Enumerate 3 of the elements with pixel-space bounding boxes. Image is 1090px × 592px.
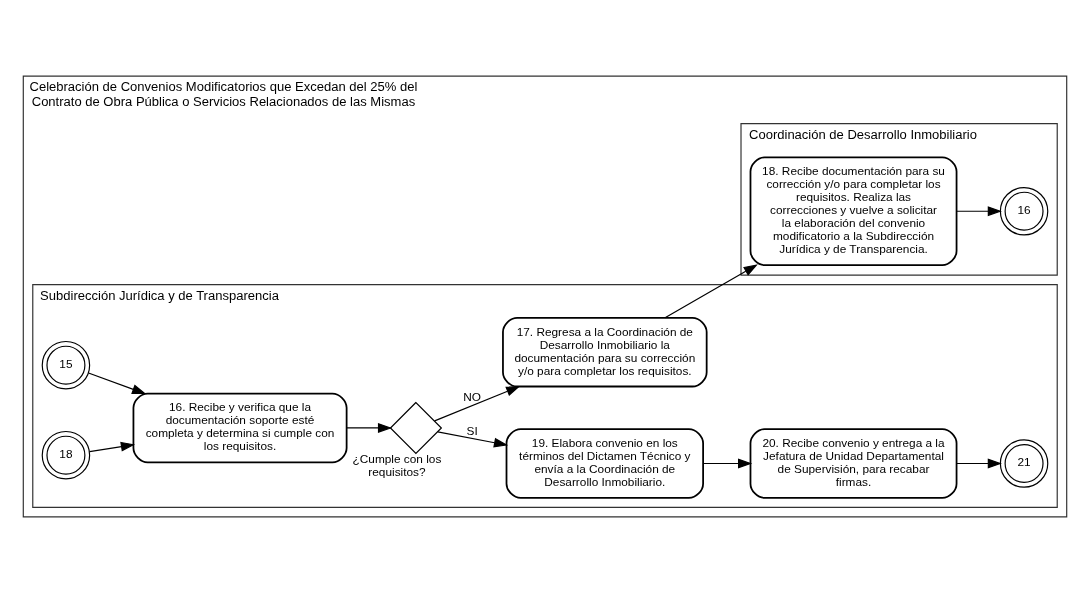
node-label: ¿Cumple con los requisitos?	[352, 451, 442, 479]
edge-label: NO	[463, 389, 482, 404]
edge-label: SI	[466, 423, 478, 438]
